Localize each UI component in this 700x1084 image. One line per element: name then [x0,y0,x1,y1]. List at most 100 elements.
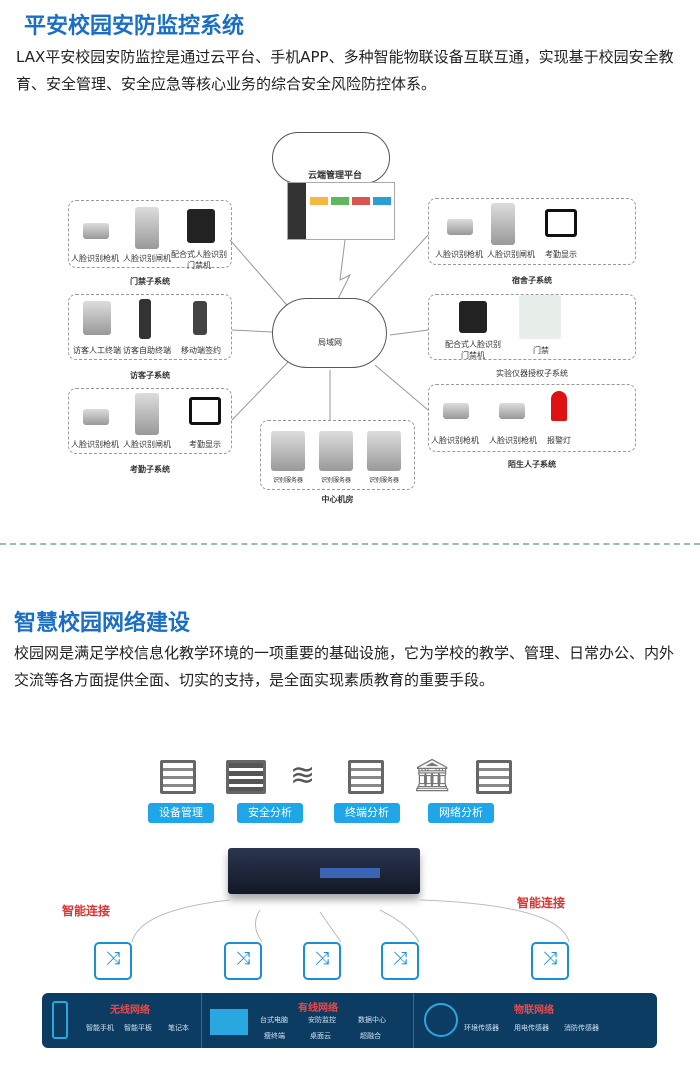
section-paragraph: 校园网是满足学校信息化教学环境的一项重要的基础设施，它为学校的教学、管理、日常办… [14,644,675,689]
subsystem-title: 陌生人子系统 [508,460,556,469]
device-label: 配合式人脸识别门禁机 [445,340,501,360]
device-label: 考勤显示 [189,440,221,449]
gate-icon [135,207,159,249]
device-label: 人脸识别枪机 [431,436,479,445]
kiosk-icon [83,301,111,335]
lab-subsystem: 配合式人脸识别门禁机 门禁 [428,294,636,360]
device-label: 人脸识别枪机 [71,440,119,449]
security-analysis-tag: 安全分析 [237,803,303,823]
device-label: 移动端签约 [181,346,221,355]
stranger-subsystem: 人脸识别枪机 人脸识别枪机 报警灯 [428,384,636,452]
tv-display-icon [189,397,221,425]
subsystem-title: 实验仪器授权子系统 [496,369,568,378]
server-icon [319,431,353,471]
door-terminal-icon [187,209,215,243]
building-icon [160,760,196,794]
network-types-bar: 无线网络 智能手机 智能平板 笔记本 有线网络 台式电脑 安防监控 数据中心 瘦… [42,993,657,1048]
device-label: 人脸识别枪机 [71,254,119,263]
connection-lines [229,234,429,421]
device-label: 人脸识别闸机 [487,250,535,259]
attendance-subsystem: 人脸识别枪机 人脸识别闸机 考勤显示 [68,388,232,454]
device-label: 访客人工终端 [73,346,121,355]
subsystem-title: 访客子系统 [130,371,170,380]
switch-icon: ⤨ [224,942,262,980]
iot-network: 物联网络 环境传感器 用电传感器 消防传感器 [414,993,657,1048]
section-divider [0,543,700,545]
lan-cloud-icon [272,298,387,368]
segment-item: 超融合 [360,1032,381,1040]
camera-icon [443,403,469,419]
segment-item: 用电传感器 [514,1024,549,1032]
device-label: 人脸识别枪机 [435,250,483,259]
subsystem-title: 中心机房 [321,495,354,504]
segment-title: 无线网络 [110,1005,150,1016]
device-label: 识别服务器 [368,477,399,484]
desktop-icon [210,1009,248,1035]
bank-icon: 🏛 [412,756,453,794]
camera-icon [83,409,109,425]
platform-screenshot [287,182,395,240]
globe-icon [424,1003,458,1037]
dorm-subsystem: 人脸识别枪机 人脸识别闸机 考勤显示 [428,198,636,265]
segment-item: 环境传感器 [464,1024,499,1032]
camera-icon [499,403,525,419]
visitor-subsystem: 访客人工终端 访客自助终端 移动端签约 [68,294,232,360]
cloud-platform-label: 云端管理平台 [307,171,362,181]
lan-label: 局域网 [318,338,342,347]
device-label: 配合式人脸识别门禁机 [171,250,227,270]
switch-icon: ⤨ [94,942,132,980]
terminal-analysis-tag: 终端分析 [334,803,400,823]
building-icon [476,760,512,794]
gate-subsystem: 人脸识别枪机 人脸识别闸机 配合式人脸识别门禁机 [68,200,232,270]
segment-item: 桌面云 [310,1032,331,1040]
alarm-light-icon [551,391,567,421]
segment-item: 智能平板 [124,1024,152,1032]
device-label: 人脸识别闸机 [123,254,171,263]
smart-connect-label: 智能连接 [62,904,111,918]
store-icon [348,760,384,794]
door-icon [519,295,561,339]
segment-item: 笔记本 [168,1024,189,1032]
device-label: 访客自助终端 [123,346,171,355]
wired-network: 有线网络 台式电脑 安防监控 数据中心 瘦终端 桌面云 超融合 [202,993,414,1048]
smart-connect-label: 智能连接 [517,896,566,910]
switch-icon: ⤨ [381,942,419,980]
segment-item: 瘦终端 [264,1032,285,1040]
segment-item: 数据中心 [358,1016,386,1024]
subsystem-title: 宿舍子系统 [512,276,552,285]
server-icon [271,431,305,471]
door-terminal-icon [459,301,487,333]
phone-icon [52,1001,68,1039]
switch-icon: ⤨ [531,942,569,980]
office-building-icon [226,760,266,794]
device-management-tag: 设备管理 [148,803,214,823]
tv-display-icon [545,209,577,237]
subsystem-title: 考勤子系统 [130,465,170,474]
device-label: 考勤显示 [545,250,577,259]
segment-item: 台式电脑 [260,1016,288,1024]
subsystem-title: 门禁子系统 [130,277,170,286]
gate-icon [491,203,515,245]
device-label: 门禁 [533,346,549,355]
section-paragraph: LAX平安校园安防监控是通过云平台、手机APP、多种智能物联设备互联互通，实现基… [16,48,674,93]
network-analysis-tag: 网络分析 [428,803,494,823]
segment-item: 智能手机 [86,1024,114,1032]
segment-item: 安防监控 [308,1016,336,1024]
gate-icon [135,393,159,435]
section-title: 智慧校园网络建设 [14,611,191,636]
switch-icon: ⤨ [303,942,341,980]
device-label: 识别服务器 [320,477,351,484]
device-label: 人脸识别枪机 [489,436,537,445]
self-service-terminal-icon [139,299,151,339]
connection-curves [131,899,570,943]
device-label: 报警灯 [547,436,571,445]
camera-icon [83,223,109,239]
network-appliance [228,848,420,894]
segment-title: 物联网络 [514,1005,554,1016]
device-label: 人脸识别闸机 [123,440,171,449]
segment-item: 消防传感器 [564,1024,599,1032]
center-room: 识别服务器 识别服务器 识别服务器 [260,420,415,490]
segment-title: 有线网络 [298,1003,338,1014]
layers-icon: ≋ [290,758,316,793]
wireless-network: 无线网络 智能手机 智能平板 笔记本 [42,993,202,1048]
